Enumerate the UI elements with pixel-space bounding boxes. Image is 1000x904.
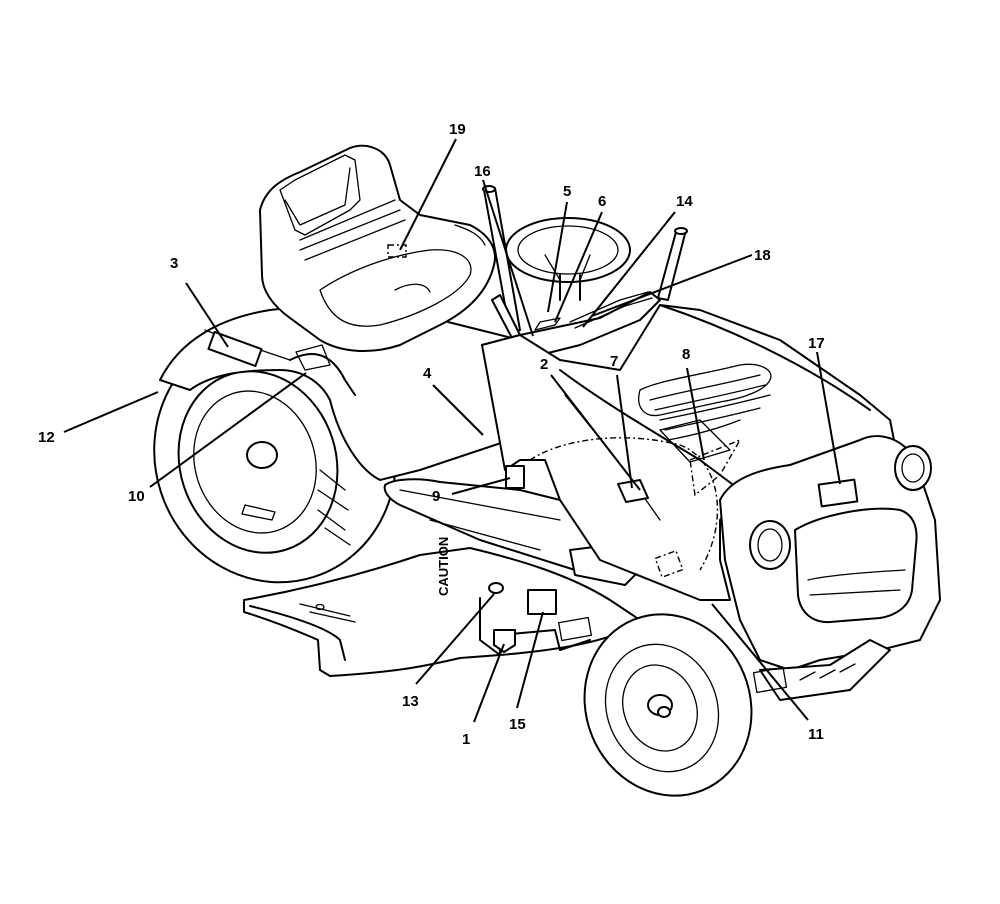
leader-16 (482, 179, 534, 337)
levers (482, 185, 688, 339)
leader-lines (63, 138, 841, 723)
callout-4: 4 (423, 365, 432, 382)
callout-15: 15 (509, 716, 526, 733)
leader-10 (149, 372, 307, 488)
leader-14 (582, 211, 676, 328)
front-wheel (583, 613, 753, 797)
callout-5: 5 (563, 183, 571, 200)
callout-2: 2 (540, 356, 548, 373)
callout-11: 11 (808, 726, 824, 743)
callout-labels: 1 2 3 4 5 6 7 8 9 10 11 12 13 14 15 16 1… (38, 121, 825, 748)
callout-9: 9 (432, 488, 440, 505)
leader-9 (451, 477, 511, 495)
callout-8: 8 (682, 346, 690, 363)
leader-5 (547, 201, 568, 313)
leader-15 (516, 611, 544, 709)
deck-decal: CAUTION (436, 537, 451, 596)
steering-wheel (505, 217, 631, 301)
callout-18: 18 (754, 247, 771, 264)
leader-18 (591, 254, 753, 317)
leader-1 (473, 643, 505, 723)
callout-16: 16 (474, 163, 491, 180)
callout-3: 3 (170, 255, 178, 272)
callout-13: 13 (402, 693, 419, 710)
hood (481, 304, 901, 601)
leader-11 (711, 603, 809, 721)
callout-7: 7 (610, 353, 618, 370)
leader-6 (554, 211, 603, 323)
callout-12: 12 (38, 429, 55, 446)
leader-12 (63, 391, 159, 433)
callout-14: 14 (676, 193, 693, 210)
leader-8 (686, 367, 705, 461)
leader-3 (185, 282, 229, 348)
seat (259, 144, 496, 353)
side-details: CAUTION (436, 437, 719, 653)
callout-19: 19 (449, 121, 466, 138)
callout-1: 1 (462, 731, 470, 748)
callout-17: 17 (808, 335, 825, 352)
callout-10: 10 (128, 488, 145, 505)
leader-17 (816, 351, 841, 485)
leader-19 (399, 138, 457, 251)
leader-4 (432, 384, 484, 436)
front-nose (719, 435, 941, 701)
rear-fender (159, 299, 521, 481)
footrest (383, 478, 641, 586)
leader-7 (616, 374, 633, 489)
leader-2 (550, 374, 641, 491)
leader-13 (415, 593, 495, 685)
callout-6: 6 (598, 193, 606, 210)
